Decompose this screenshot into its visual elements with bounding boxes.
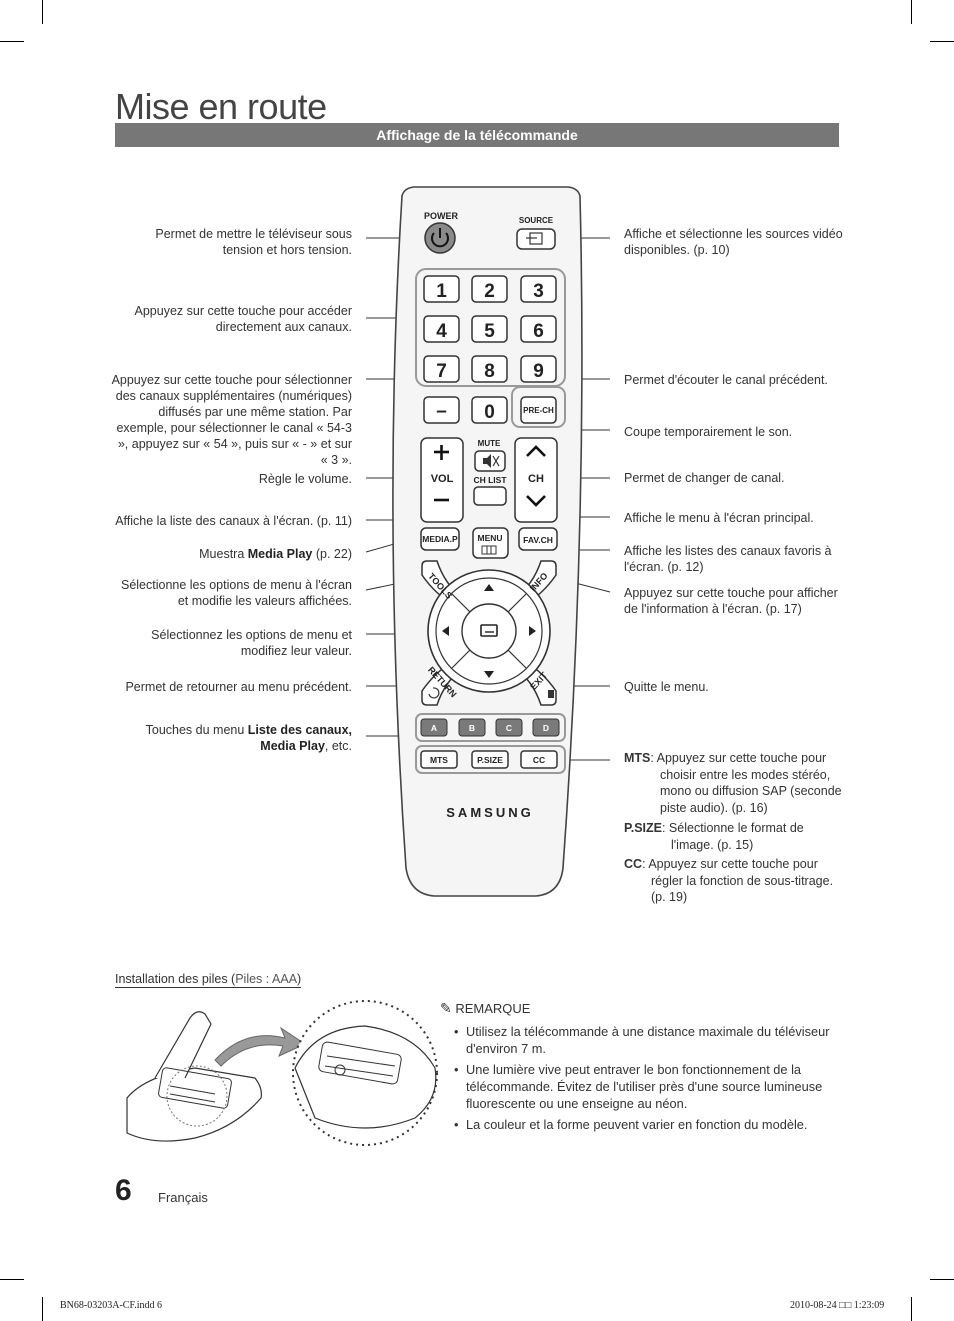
remote-digit: 1: [436, 281, 447, 302]
label-tools: Sélectionne les options de menu à l'écra…: [120, 578, 352, 608]
remote-digit: 8: [484, 361, 495, 382]
page-number: 6: [115, 1174, 132, 1207]
label-info: Appuyez sur cette touche pour afficher d…: [624, 586, 838, 616]
remote-brand: SAMSUNG: [446, 805, 533, 820]
label-return: Permet de retourner au menu précédent.: [125, 680, 352, 694]
page-language: Français: [158, 1190, 208, 1205]
remote-label-mediap: MEDIA.P: [422, 534, 458, 544]
battery-heading: Installation des piles (Piles : AAA): [115, 972, 302, 988]
label-exit: Quitte le menu.: [624, 680, 709, 694]
label-mts: MTS: Appuyez sur cette touche pour chois…: [624, 751, 842, 815]
crop-mark: [42, 0, 43, 24]
remote-label-vol: VOL: [431, 473, 454, 485]
remote-color-a: A: [431, 723, 437, 733]
pencil-icon: ✎: [440, 1000, 452, 1016]
crop-mark: [911, 0, 912, 24]
label-ch: Permet de changer de canal.: [624, 471, 785, 485]
remote-digit: 2: [484, 281, 495, 302]
footer-date: 2010-08-24 □□ 1:23:09: [790, 1300, 885, 1311]
remote-label-menu: MENU: [477, 533, 502, 543]
note-heading: ✎ REMARQUE: [440, 1000, 531, 1016]
battery-illustration: [126, 1000, 438, 1146]
page-title: Mise en route: [115, 86, 327, 127]
crop-mark: [930, 1279, 954, 1280]
remote-label-mts: MTS: [430, 755, 448, 765]
remote-digit: 3: [533, 281, 544, 302]
crop-mark: [42, 1297, 43, 1321]
remote-digit: 7: [436, 361, 447, 382]
remote-label-source: SOURCE: [519, 216, 554, 225]
remote-label-chlist: CH LIST: [473, 475, 507, 485]
label-vol: Règle le volume.: [258, 472, 352, 486]
footer-file: BN68-03203A-CF.indd 6: [60, 1300, 162, 1311]
label-mediap: Muestra Media Play (p. 22): [199, 547, 352, 561]
remote-digit: 4: [436, 321, 447, 342]
note-bullet: •Une lumière vive peut entraver le bon f…: [454, 1062, 823, 1111]
remote-digit: 6: [533, 321, 544, 342]
remote-digit: 9: [533, 361, 544, 382]
label-nav: Sélectionnez les options de menu et modi…: [151, 628, 352, 658]
note-bullet: •Utilisez la télécommande à une distance…: [454, 1024, 830, 1056]
label-digits: Appuyez sur cette touche pour accéder di…: [134, 304, 353, 334]
remote-label-prech: PRE-CH: [523, 406, 554, 415]
remote-label-favch: FAV.CH: [523, 535, 553, 545]
label-chlist: Affiche la liste des canaux à l'écran. (…: [115, 514, 352, 528]
crop-mark: [911, 1297, 912, 1321]
note-bullet: •La couleur et la forme peuvent varier e…: [454, 1117, 808, 1132]
remote-color-d: D: [543, 723, 549, 733]
remote-digit: 5: [484, 321, 495, 342]
remote-label-psize: P.SIZE: [477, 755, 503, 765]
section-header-bar: Affichage de la télécommande: [115, 123, 839, 147]
label-mute: Coupe temporairement le son.: [624, 425, 793, 439]
remote-illustration: POWER SOURCE 1 2 3 4 5 6 7 8 9 – 0 PRE-C…: [365, 186, 611, 897]
label-colors: Touches du menu Liste des canaux,Media P…: [145, 723, 352, 753]
label-cc: CC: Appuyez sur cette touche pour régler…: [624, 857, 834, 904]
label-dash: Appuyez sur cette touche pour sélectionn…: [111, 373, 352, 467]
label-prech: Permet d'écouter le canal précédent.: [624, 373, 828, 387]
remote-dash: –: [436, 401, 447, 422]
label-menu: Affiche le menu à l'écran principal.: [624, 511, 814, 525]
remote-color-c: C: [506, 723, 512, 733]
crop-mark: [930, 41, 954, 42]
label-favch: Affiche les listes des canaux favoris à …: [624, 544, 832, 574]
remote-digit-zero: 0: [484, 402, 495, 423]
remote-label-mute: MUTE: [478, 439, 501, 448]
label-power: Permet de mettre le téléviseur sous tens…: [155, 227, 352, 257]
label-psize: P.SIZE: Sélectionne le format de l'image…: [624, 821, 804, 852]
label-source: Affiche et sélectionne les sources vidéo…: [624, 227, 843, 257]
remote-label-power: POWER: [424, 211, 459, 221]
remote-color-b: B: [469, 723, 475, 733]
crop-mark: [0, 41, 24, 42]
remote-label-cc: CC: [533, 755, 545, 765]
crop-mark: [0, 1279, 24, 1280]
remote-label-ch: CH: [528, 473, 544, 485]
